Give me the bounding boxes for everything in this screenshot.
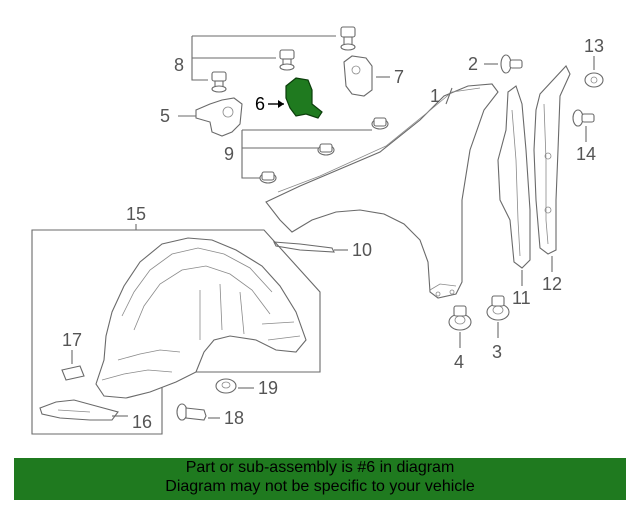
part-7-bracket: 7 xyxy=(343,55,404,97)
part-19-nut: 19 xyxy=(215,378,278,398)
callout-8: 8 xyxy=(174,55,184,75)
callout-11: 11 xyxy=(512,288,531,308)
callout-18: 18 xyxy=(224,408,244,428)
part-10-strip: 10 xyxy=(273,240,372,260)
callout-7: 7 xyxy=(394,67,404,87)
callout-8-group: 8 xyxy=(174,26,356,93)
parts-diagram: 8 7 6 xyxy=(31,26,604,435)
callout-2: 2 xyxy=(468,54,478,74)
info-banner: Part or sub-assembly is #6 in diagram Di… xyxy=(14,458,626,500)
part-11-seal: 11 xyxy=(497,85,531,308)
part-2-bolt: 2 xyxy=(468,54,523,74)
part-13-clip: 13 xyxy=(584,36,604,88)
bolt-9a xyxy=(371,117,389,130)
part-4-nut: 4 xyxy=(448,305,472,372)
callout-19: 19 xyxy=(258,378,278,398)
callout-9-group: 9 xyxy=(224,117,389,184)
part-12-strip: 12 xyxy=(533,65,571,294)
bolt-9c xyxy=(259,171,277,184)
callout-17: 17 xyxy=(62,330,82,350)
callout-6: 6 xyxy=(255,94,265,114)
callout-16: 16 xyxy=(132,412,152,432)
bolt-8a xyxy=(340,26,356,51)
callout-1: 1 xyxy=(430,86,440,106)
part-15-liner-group: 15 17 16 xyxy=(31,204,321,435)
part-6-bracket-highlighted: 6 xyxy=(255,77,323,119)
callout-14: 14 xyxy=(576,144,596,164)
callout-9: 9 xyxy=(224,144,234,164)
part-1-fender: 1 xyxy=(265,83,499,299)
callout-5: 5 xyxy=(160,106,170,126)
callout-12: 12 xyxy=(542,274,562,294)
part-14-screw: 14 xyxy=(572,109,596,164)
callout-10: 10 xyxy=(352,240,372,260)
callout-4: 4 xyxy=(454,352,464,372)
bolt-8b xyxy=(279,49,295,71)
bolt-9b xyxy=(317,143,335,156)
bolt-8c xyxy=(211,71,227,93)
banner-line-1: Part or sub-assembly is #6 in diagram xyxy=(185,459,455,476)
part-3-nut: 3 xyxy=(486,295,510,362)
part-5-bracket: 5 xyxy=(160,97,243,137)
callout-13: 13 xyxy=(584,36,604,56)
banner-line-2: Diagram may not be specific to your vehi… xyxy=(165,478,475,495)
callout-15: 15 xyxy=(126,204,146,224)
part-18-pushpin: 18 xyxy=(176,403,244,428)
callout-3: 3 xyxy=(492,342,502,362)
